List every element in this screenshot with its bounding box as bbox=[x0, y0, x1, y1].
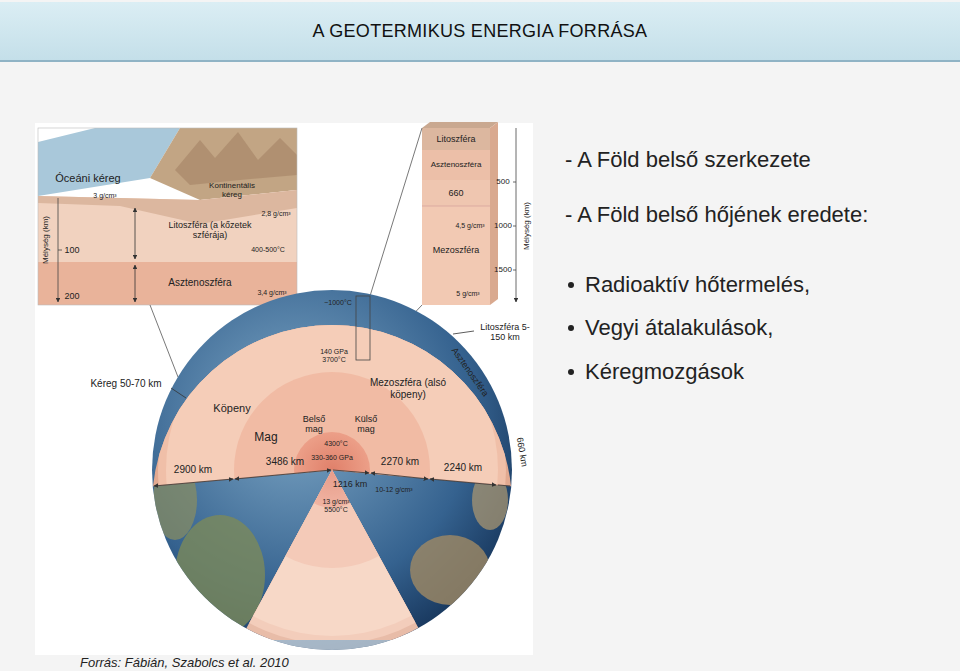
layer-label: Belső mag bbox=[298, 414, 330, 435]
continents bbox=[153, 460, 508, 654]
dimension-arrow bbox=[371, 473, 428, 479]
bullet-text: Vegyi átalakulások, bbox=[585, 315, 773, 340]
axis-tick bbox=[58, 250, 62, 251]
depth-axis bbox=[516, 128, 517, 302]
source-caption: Forrás: Fábián, Szabolcs et al. 2010 bbox=[80, 655, 289, 670]
distance-label: 2900 km bbox=[174, 464, 212, 476]
temperature-value: 4300°C bbox=[324, 440, 347, 448]
density-value: 3,4 g/cm³ bbox=[257, 289, 286, 297]
density-value: 2,8 g/cm³ bbox=[261, 210, 290, 218]
distance-label: 3486 km bbox=[266, 456, 304, 468]
slide-title: A GEOTERMIKUS ENERGIA FORRÁSA bbox=[313, 21, 648, 42]
depth-value: 500 bbox=[496, 177, 509, 186]
ocean-surface bbox=[38, 128, 180, 196]
depth-value: 100 bbox=[64, 245, 79, 255]
thickness-arrow bbox=[135, 208, 136, 259]
cutaway bbox=[152, 290, 512, 650]
zoom-line bbox=[150, 305, 178, 377]
dimension-arrow bbox=[333, 470, 369, 473]
depth-value: 200 bbox=[64, 291, 79, 301]
layer-label: Asztenoszféra bbox=[168, 277, 231, 289]
layer-label: Litoszféra 5-150 km bbox=[475, 322, 535, 343]
column-top bbox=[422, 122, 498, 128]
zoom-line bbox=[370, 128, 422, 296]
lithosphere-layer bbox=[152, 290, 512, 650]
thickness-arrow bbox=[135, 265, 136, 302]
density-value: 13 g/cm³ 5500°C bbox=[318, 498, 354, 514]
land-mass bbox=[410, 535, 490, 605]
layer-label: Kéreg 50-70 km bbox=[90, 378, 161, 390]
bullet-dot bbox=[568, 369, 574, 375]
layer-label: Mezoszféra (alsó köpeny) bbox=[368, 377, 448, 400]
density-value: 5 g/cm³ bbox=[456, 290, 479, 298]
pressure-value: 140 GPa 3700°C bbox=[317, 348, 351, 364]
temperature-value: 400-500°C bbox=[251, 246, 285, 254]
distance-label: 2240 km bbox=[444, 462, 482, 474]
layer-label: Kontinentális kéreg bbox=[202, 181, 262, 199]
density-value: 10-12 g/cm³ bbox=[375, 486, 412, 494]
bullet-dot bbox=[568, 325, 574, 331]
dimension-arrow bbox=[430, 479, 496, 485]
layer-label: Külső mag bbox=[350, 414, 382, 435]
bullet-text: Kéregmozgások bbox=[585, 359, 744, 384]
earth-surface bbox=[152, 290, 512, 650]
slide-point: - A Föld belső hőjének eredete: bbox=[565, 202, 868, 227]
image-panel bbox=[35, 123, 533, 655]
depth-value: 1000 bbox=[494, 221, 512, 230]
dimension-arrow bbox=[235, 470, 331, 479]
column-side bbox=[490, 122, 498, 305]
axis-title: Mélység (km) bbox=[522, 202, 531, 250]
axis-tick bbox=[513, 182, 516, 183]
asthenosphere-band bbox=[422, 150, 490, 180]
mountains bbox=[175, 132, 297, 185]
lithosphere-band bbox=[422, 128, 490, 150]
inset-frame bbox=[38, 128, 297, 305]
land-mass bbox=[175, 515, 265, 635]
density-value: 3 g/cm³ bbox=[93, 192, 116, 200]
layer-label: Mezoszféra bbox=[433, 245, 480, 255]
axis-tick bbox=[513, 226, 516, 227]
pressure-value: 330-360 GPa bbox=[311, 454, 353, 462]
layer-label: Óceáni kéreg bbox=[55, 172, 120, 185]
axis-title: Mélység (km) bbox=[41, 216, 50, 264]
land-surface bbox=[150, 128, 297, 200]
axis-tick bbox=[513, 270, 516, 271]
layer-label: Köpeny bbox=[213, 402, 250, 415]
depth-value: 660 bbox=[448, 188, 463, 198]
lithosphere-face bbox=[38, 190, 297, 305]
transition-band bbox=[422, 180, 490, 206]
crust-band bbox=[38, 190, 297, 224]
boundary-line bbox=[422, 206, 490, 207]
title-bar: A GEOTERMIKUS ENERGIA FORRÁSA bbox=[0, 2, 960, 62]
globe bbox=[152, 290, 512, 654]
layer-label: Asztenoszféra bbox=[431, 160, 482, 169]
layer-label: Litoszféra (a kőzetek szférája) bbox=[160, 220, 260, 241]
zoom-frame bbox=[356, 296, 370, 360]
dimension-arrow bbox=[154, 479, 233, 486]
bullet-dot bbox=[568, 282, 574, 288]
slide-point: - A Föld belső szerkezete bbox=[565, 147, 811, 172]
mesosphere-band bbox=[422, 206, 490, 305]
depth-column bbox=[422, 122, 516, 305]
layer-label: Mag bbox=[254, 431, 277, 445]
distance-label: 2270 km bbox=[381, 456, 419, 468]
leader-line bbox=[171, 388, 186, 398]
crust-block bbox=[38, 128, 297, 305]
depth-value: 1500 bbox=[494, 265, 512, 274]
distance-label: 1216 km bbox=[333, 479, 368, 489]
density-value: 4,5 g/cm³ bbox=[455, 222, 484, 230]
dimension-arrow bbox=[498, 485, 510, 486]
bullet-text: Radioaktív hőtermelés, bbox=[585, 272, 810, 297]
layer-label: Litoszféra bbox=[436, 134, 475, 144]
asthenosphere-face bbox=[38, 262, 297, 305]
cut-face bbox=[240, 470, 425, 640]
temperature-value: ~1000°C bbox=[324, 299, 352, 307]
leader-line bbox=[453, 331, 474, 334]
